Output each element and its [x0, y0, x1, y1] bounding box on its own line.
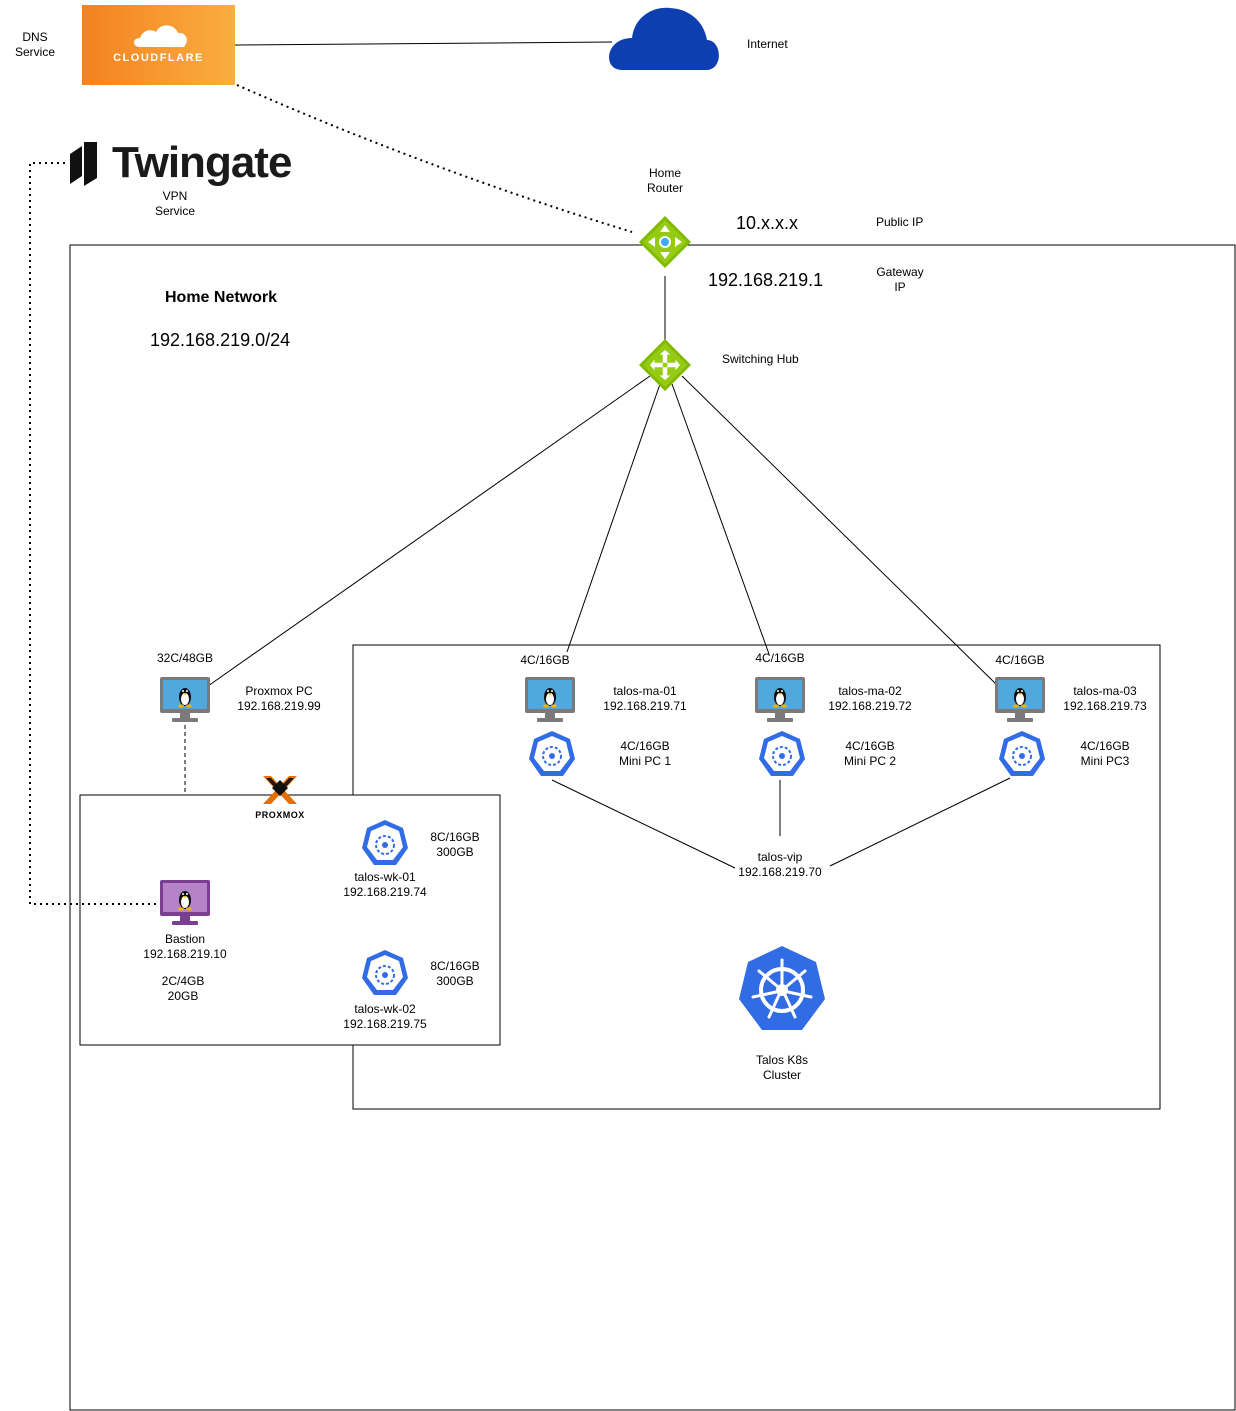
internet-cloud-icon [609, 7, 719, 70]
switch-ma02-link [671, 383, 770, 655]
talos-wk-02-label: talos-wk-02 192.168.219.75 [343, 1002, 427, 1031]
talos-vip-label: talos-vip 192.168.219.70 [738, 850, 822, 879]
public-ip-label: Public IP [876, 215, 924, 229]
bastion-spec: 2C/4GB 20GB [161, 974, 205, 1003]
cloudflare-cloud-icon [134, 25, 187, 47]
switch-label: Switching Hub [722, 352, 799, 366]
talos-ma-01-spec-top: 4C/16GB [520, 653, 570, 667]
talos-ma-02-linux-icon [755, 677, 805, 722]
twingate-bastion-link [29, 162, 158, 905]
talos-ma-02-spec: 4C/16GB Mini PC 2 [843, 739, 896, 768]
talos-ma-01-linux-icon [525, 677, 575, 722]
proxmox-pc-linux-icon [160, 677, 210, 722]
talos-ma-03-k8s-node-icon [998, 730, 1046, 777]
switch-proxmox-link [207, 375, 651, 687]
switch-ma01-link [566, 383, 661, 653]
switch-ma03-link [681, 375, 999, 687]
twingate-wordmark: Twingate [112, 138, 292, 187]
proxmox-host-boundary [79, 794, 501, 1046]
gateway-ip-value: 192.168.219.1 [708, 270, 824, 290]
talos-wk-01-spec: 8C/16GB 300GB [430, 830, 480, 859]
public-ip-value: 10.x.x.x [736, 213, 799, 233]
gateway-ip-label: Gateway IP [876, 265, 924, 294]
bastion-label: Bastion 192.168.219.10 [143, 932, 227, 961]
cloudflare-wordmark: CLOUDFLARE [113, 52, 204, 64]
proxmox-wordmark: PROXMOX [255, 810, 305, 820]
proxmox-pc-spec: 32C/48GB [156, 651, 214, 665]
ma01-vip-link [551, 779, 736, 869]
twingate-logo-icon [70, 142, 97, 186]
cloudflare-logo: CLOUDFLARE [82, 5, 235, 85]
kubernetes-logo-icon [739, 946, 825, 1030]
router-icon [639, 216, 691, 268]
ma03-vip-link [829, 777, 1011, 867]
dns-service-label: DNS Service [14, 30, 55, 59]
switch-icon [639, 339, 691, 391]
bastion-linux-icon [160, 880, 210, 925]
talos-ma-02-k8s-node-icon [758, 730, 806, 777]
home-network-title: Home Network [165, 289, 278, 306]
home-network-cidr: 192.168.219.0/24 [150, 330, 291, 350]
talos-ma-02-spec-top: 4C/16GB [755, 651, 805, 665]
cloudflare-router-link [236, 84, 633, 233]
router-label: Home Router [646, 166, 684, 195]
vpn-service-label: VPN Service [154, 189, 195, 218]
talos-wk-02-spec: 8C/16GB 300GB [430, 959, 480, 988]
talos-ma-01-spec: 4C/16GB Mini PC 1 [618, 739, 671, 768]
talos-ma-03-spec-top: 4C/16GB [995, 653, 1045, 667]
talos-wk-01-label: talos-wk-01 192.168.219.74 [343, 870, 427, 899]
cloudflare-internet-link [234, 41, 613, 46]
talos-ma-01-k8s-node-icon [528, 730, 576, 777]
proxmox-pc-label: Proxmox PC 192.168.219.99 [237, 684, 321, 713]
talos-ma-03-label: talos-ma-03 192.168.219.73 [1063, 684, 1147, 713]
talos-ma-02-label: talos-ma-02 192.168.219.72 [828, 684, 912, 713]
internet-label: Internet [747, 37, 788, 51]
cluster-label: Talos K8s Cluster [755, 1053, 809, 1082]
talos-ma-01-label: talos-ma-01 192.168.219.71 [603, 684, 687, 713]
talos-ma-03-linux-icon [995, 677, 1045, 722]
proxmox-logo-icon [263, 776, 297, 804]
talos-ma-03-spec: 4C/16GB Mini PC3 [1080, 739, 1130, 768]
